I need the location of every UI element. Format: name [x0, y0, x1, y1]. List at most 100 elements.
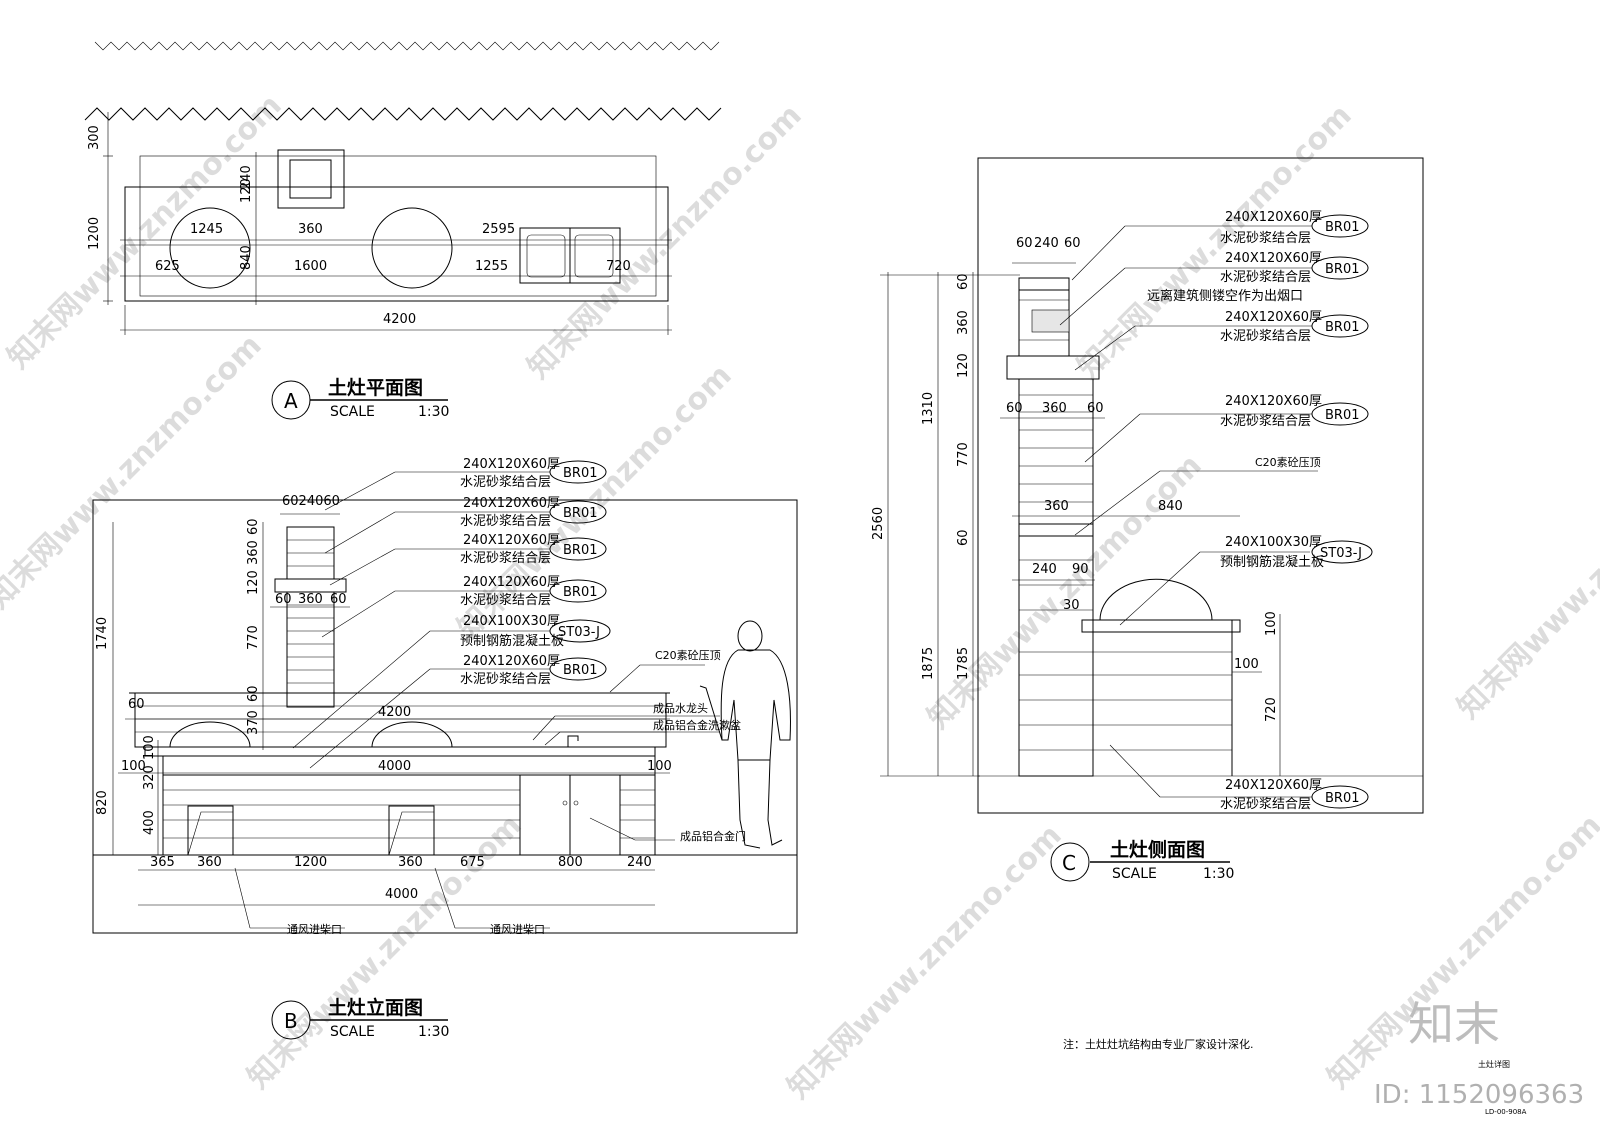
dim-label: 1875: [921, 647, 936, 680]
dim-label: 60: [275, 592, 292, 607]
watermark-text: 知末网www.znzmo.com: [1071, 98, 1359, 386]
note-door: 成品铝合金门: [680, 829, 746, 843]
callout: 240X120X60厚 水泥砂浆结合层 BR01: [324, 457, 607, 511]
dim-label: 90: [1072, 562, 1089, 577]
dim-label: 100: [142, 735, 157, 760]
scale-value: 1:30: [1203, 866, 1234, 882]
dim-label: 840: [239, 245, 254, 270]
callout-code: BR01: [1325, 791, 1360, 806]
view-marker-letter: A: [284, 389, 298, 413]
callout: 240X100X30厚 预制钢筋混凝土板 ST03-J: [292, 614, 611, 749]
leader: [309, 668, 431, 769]
dim-label: 770: [956, 442, 971, 467]
callout-spec: 240X100X30厚: [1225, 535, 1322, 550]
callout-spec: 240X120X60厚: [1225, 210, 1322, 225]
dim-label: 1785: [956, 647, 971, 680]
watermark-text: 知末网www.znzmo.com: [921, 448, 1209, 736]
dim-label: 2595: [482, 222, 515, 237]
dim-label: 770: [246, 625, 261, 650]
stove-hole-2: [371, 207, 453, 289]
brick-hatch: [1019, 299, 1232, 751]
callout-bubble: [1311, 785, 1369, 809]
view-marker-letter: B: [284, 1009, 298, 1033]
dim-label: 1200: [87, 217, 102, 250]
dim-label: 720: [606, 259, 631, 274]
callout-bubble: [549, 500, 607, 524]
note-faucet: 成品水龙头: [653, 702, 708, 715]
dim-label: 60: [1016, 236, 1033, 251]
watermark-text: 知末网www.znzmo.com: [1321, 808, 1600, 1096]
callout-layer: 水泥砂浆结合层: [1220, 231, 1311, 246]
drawing-number-tiny: LD-00-908A: [1485, 1108, 1527, 1116]
dim-label: 360: [197, 855, 222, 870]
watermark-text: 知末网www.znzmo.com: [0, 328, 269, 616]
dim-label: 1600: [294, 259, 327, 274]
leader: [292, 630, 431, 749]
dim-label: 240: [627, 855, 652, 870]
callout-bubble: [1311, 402, 1369, 426]
dim-label: 360: [298, 592, 323, 607]
leader: [234, 867, 251, 929]
note-c20: C20素砼压顶: [655, 649, 721, 662]
drawing-name-tiny: 土灶详图: [1478, 1059, 1510, 1069]
leader: [1059, 267, 1126, 326]
dim-label: 675: [460, 855, 485, 870]
callout-bubble: [549, 460, 607, 484]
callout: 240X100X30厚 预制钢筋混凝土板 ST03-J: [1119, 535, 1373, 626]
callout: 240X120X60厚 水泥砂浆结合层 BR01: [321, 575, 607, 638]
callout-spec: 240X120X60厚: [463, 575, 560, 590]
stove-hole-1: [169, 207, 251, 289]
leader: [324, 471, 396, 511]
callout-layer: 水泥砂浆结合层: [460, 593, 551, 608]
leader: [434, 867, 456, 929]
note-vent-2: 通风进柴口: [490, 922, 545, 936]
callout-spec: 240X120X60厚: [1225, 310, 1322, 325]
leader: [324, 511, 396, 554]
leader: [532, 715, 556, 741]
callout-layer: 水泥砂浆结合层: [1220, 329, 1311, 344]
leader: [1074, 470, 1161, 536]
dim-label: 60: [246, 685, 261, 702]
back-wall: [134, 692, 667, 748]
callout-code: BR01: [1325, 220, 1360, 235]
callout: 240X120X60厚 水泥砂浆结合层 BR01: [329, 533, 607, 586]
callout-code: BR01: [1325, 262, 1360, 277]
plan-chimney-inner: [289, 159, 332, 199]
dim-label: 100: [1234, 657, 1259, 672]
leader: [589, 817, 636, 841]
dim-label: 800: [558, 855, 583, 870]
side-frame: [977, 157, 1424, 814]
callout-spec: 240X120X60厚: [463, 654, 560, 669]
callout-bubble: [549, 537, 607, 561]
brick-hatch: [135, 539, 666, 839]
watermark-text: 知末网www.znzmo.com: [241, 808, 529, 1096]
callout-code: BR01: [1325, 408, 1360, 423]
watermark-layer: 知末网www.znzmo.com 知末网www.znzmo.com 知末网www…: [0, 88, 1600, 1106]
view-marker-circle: [1050, 842, 1090, 882]
leader: [329, 548, 396, 586]
dim-label: 820: [95, 790, 110, 815]
dim-label: 1310: [921, 392, 936, 425]
callout: 240X120X60厚 水泥砂浆结合层 BR01: [324, 496, 607, 554]
design-note: 注：土灶灶坑结构由专业厂家设计深化.: [1063, 1037, 1254, 1051]
callout-spec: 240X120X60厚: [1225, 251, 1322, 266]
callout-extra: 远离建筑侧镂空作为出烟口: [1147, 288, 1303, 304]
dim-label: 240: [1034, 236, 1059, 251]
dim-label: 1255: [475, 259, 508, 274]
callout-bubble: [1311, 214, 1369, 238]
dim-label: 100: [647, 759, 672, 774]
leader: [1074, 325, 1136, 371]
dim-label: 400: [142, 810, 157, 835]
dim-label: 4200: [378, 705, 411, 720]
leader: [321, 590, 396, 638]
dim-label: 1740: [95, 617, 110, 650]
dim-label: 60: [1064, 236, 1081, 251]
view-title: 土灶侧面图: [1110, 838, 1205, 861]
callout: 240X120X60厚 水泥砂浆结合层 BR01: [1074, 310, 1369, 371]
leader: [609, 664, 641, 693]
callout-code: BR01: [563, 663, 598, 678]
dim-label: 360: [956, 310, 971, 335]
dim-label: 720: [1264, 697, 1279, 722]
dim-label: 60: [128, 697, 145, 712]
